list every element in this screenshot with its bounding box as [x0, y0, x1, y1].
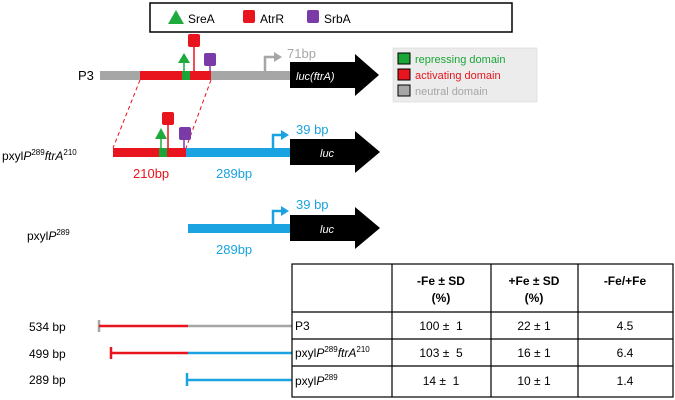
p3-luc-label: luc(ftrA): [296, 71, 335, 83]
results-table: -Fe ± SD (%) +Fe ± SD (%) -Fe/+Fe P3 100…: [291, 263, 674, 398]
pxylp-tss-label: 39 bp: [296, 197, 329, 212]
p3-tss-label: 71bp: [287, 46, 316, 61]
row-1-minus-fe: 100 ± 1: [419, 319, 463, 333]
chimera-construct: pxylP289ftrA210 39 bp luc 210bp 289bp: [2, 112, 380, 181]
chimera-activating-domain: [113, 148, 159, 157]
activating-swatch: [397, 68, 411, 81]
row-2-bp: 499 bp: [29, 347, 66, 361]
chimera-pxylp-region: [186, 148, 290, 157]
legend-repressing-label: repressing domain: [415, 54, 506, 66]
chimera-left-length: 210bp: [133, 166, 169, 181]
p3-repressing-domain: [182, 71, 190, 80]
p3-activating-domain-2: [190, 71, 211, 80]
legend-activating-label: activating domain: [415, 70, 501, 82]
p3-activating-domain: [140, 71, 182, 80]
row-2-ratio: 6.4: [617, 346, 634, 360]
projection-line-left: [112, 79, 141, 149]
pxylp-luc-label: luc: [320, 224, 335, 236]
chimera-right-length: 289bp: [216, 166, 252, 181]
p3-atrr-site-icon: [188, 34, 200, 47]
legend-neutral-label: neutral domain: [415, 86, 488, 98]
header-ratio: -Fe/+Fe: [604, 274, 647, 288]
legend-atrr-label: AtrR: [260, 12, 284, 26]
chimera-tss-arrow: [271, 133, 282, 148]
chimera-activating-domain-2: [167, 148, 186, 157]
pxylp-region: [188, 224, 290, 233]
pxylp-construct: pxylP289 39 bp luc 289bp: [27, 197, 380, 257]
row-3-plus-fe: 10 ± 1: [517, 374, 551, 388]
legend-srba-label: SrbA: [324, 12, 351, 26]
pxylp-label: pxylP289: [27, 228, 70, 243]
deletion-constructs: 534 bp 499 bp 289 bp: [29, 320, 292, 387]
pxylp-tss-arrow: [271, 209, 282, 224]
legend-srea-label: SreA: [188, 12, 215, 26]
row-3-bp: 289 bp: [29, 373, 66, 387]
pxylp-length: 289bp: [216, 242, 252, 257]
header-minus-fe: -Fe ± SD: [417, 274, 465, 288]
chimera-srba-site-icon: [179, 127, 191, 140]
chimera-luc-label: luc: [320, 148, 335, 160]
pxylp-luc-arrow: [290, 207, 380, 249]
chimera-repressing-domain: [159, 148, 167, 157]
chimera-srea-site-icon: [155, 128, 167, 139]
p3-srea-site-icon: [178, 53, 190, 63]
row-2-name: pxylP289ftrA210: [295, 345, 370, 360]
atrr-square-icon: [243, 10, 255, 23]
row-1-name: P3: [295, 319, 310, 333]
projection-line-right: [185, 79, 212, 149]
srea-triangle-icon: [168, 10, 184, 24]
p3-luc-arrow: [290, 54, 379, 96]
header-plus-fe-unit: (%): [525, 291, 544, 305]
header-minus-fe-unit: (%): [432, 291, 451, 305]
chimera-atrr-site-icon: [162, 112, 174, 125]
p3-neutral-right: [211, 71, 296, 80]
tf-legend: SreA AtrR SrbA: [149, 2, 513, 33]
chimera-label: pxylP289ftrA210: [2, 148, 77, 163]
row-1-plus-fe: 22 ± 1: [517, 319, 551, 333]
header-plus-fe: +Fe ± SD: [509, 274, 560, 288]
row-2-plus-fe: 16 ± 1: [517, 346, 551, 360]
srba-square-icon: [307, 10, 319, 23]
p3-construct: P3 71bp luc(ftrA): [78, 34, 379, 96]
p3-tss-arrow: [263, 55, 275, 71]
chimera-luc-arrow: [290, 131, 380, 173]
p3-label: P3: [78, 68, 94, 83]
domain-legend: repressing domain activating domain neut…: [392, 47, 538, 103]
neutral-swatch: [397, 84, 411, 97]
chimera-tss-label: 39 bp: [296, 122, 329, 137]
row-2-minus-fe: 103 ± 5: [419, 346, 463, 360]
row-1-bp: 534 bp: [29, 320, 66, 334]
p3-srba-site-icon: [204, 53, 216, 66]
row-1-ratio: 4.5: [617, 319, 634, 333]
repressing-swatch: [397, 52, 411, 65]
row-3-minus-fe: 14 ± 1: [423, 374, 460, 388]
row-3-ratio: 1.4: [617, 374, 634, 388]
p3-neutral-left: [100, 71, 140, 80]
